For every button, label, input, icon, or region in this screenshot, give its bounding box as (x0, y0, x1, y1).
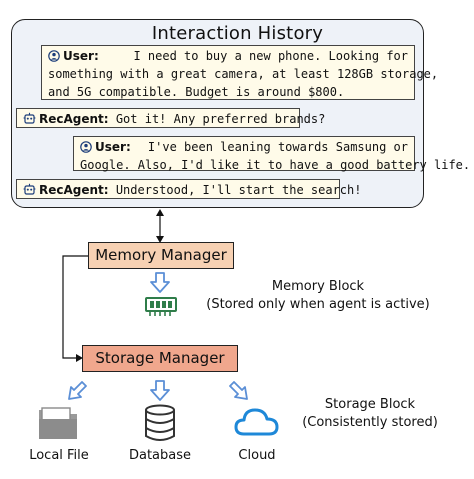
history-title: Interaction History (151, 23, 324, 44)
memory-manager-box: Memory Manager (88, 242, 234, 269)
robot-icon (23, 112, 36, 124)
local-file-label: Local File (29, 448, 89, 463)
message-line: something with a great camera, at least … (48, 67, 439, 81)
folder-icon (39, 407, 77, 439)
user-icon (48, 50, 60, 62)
user-message-2: User: I've been leaning towards Samsung … (73, 136, 471, 172)
speaker-label: RecAgent: (39, 112, 109, 126)
agent-message-2: RecAgent: Understood, I'll start the sea… (16, 179, 361, 199)
down-right-arrow-icon (229, 381, 248, 400)
arrowhead-down (156, 236, 164, 243)
memory-to-storage-link (62, 255, 88, 359)
message-line: Understood, I'll start the search! (115, 183, 362, 197)
down-left-arrow-icon (68, 381, 87, 400)
storage-block-note: (Consistently stored) (302, 415, 438, 430)
memory-block-title: Memory Block (271, 279, 365, 294)
cloud-label: Cloud (238, 448, 276, 463)
user-icon (80, 141, 92, 153)
robot-icon (23, 183, 36, 195)
message-line: I've been leaning towards Samsung or (147, 140, 408, 154)
message-line: and 5G compatible. Budget is around $800… (48, 85, 345, 99)
down-arrow-icon (150, 272, 170, 293)
cloud-icon (234, 408, 279, 436)
storage-block-caption: Storage Block (Consistently stored) (284, 396, 456, 432)
down-arrow-icon (150, 380, 170, 401)
memory-chip-icon (145, 297, 177, 316)
speaker-label: User: (95, 140, 131, 154)
database-label: Database (128, 448, 192, 463)
storage-manager-box: Storage Manager (82, 345, 238, 372)
message-line: I need to buy a new phone. Looking for (133, 49, 408, 63)
speaker-label: RecAgent: (39, 183, 109, 197)
user-message-1: User: I need to buy a new phone. Looking… (41, 45, 439, 100)
speaker-label: User: (63, 49, 99, 63)
agent-message-1: RecAgent: Got it! Any preferred brands? (16, 108, 325, 128)
message-line: Google. Also, I'd like it to have a good… (80, 158, 471, 172)
memory-block-note: (Stored only when agent is active) (206, 297, 430, 312)
memory-block-caption: Memory Block (Stored only when agent is … (198, 278, 438, 314)
arrowhead-right (76, 354, 83, 362)
storage-block-title: Storage Block (324, 397, 416, 412)
database-icon (145, 404, 175, 441)
message-line: Got it! Any preferred brands? (115, 112, 326, 126)
arrowhead-up (156, 209, 164, 216)
